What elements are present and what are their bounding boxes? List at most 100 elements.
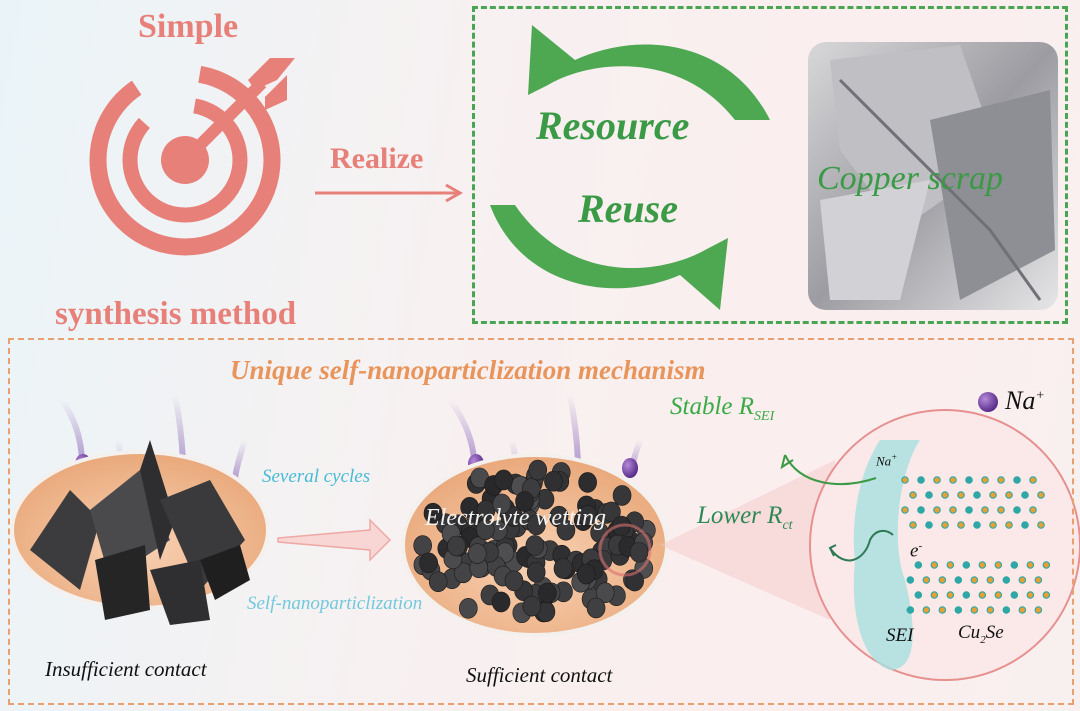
nanoparticle — [447, 535, 466, 557]
lattice-atom — [938, 606, 947, 614]
stable-rsei-label: Stable RSEI — [670, 393, 774, 425]
lattice-atom — [1018, 606, 1027, 614]
nanoparticle — [428, 571, 448, 592]
lattice-atom — [917, 506, 925, 514]
nanoparticle — [602, 501, 621, 523]
lattice-atom — [986, 576, 995, 584]
lattice-atom — [930, 591, 939, 599]
legend-text: Na — [1005, 386, 1036, 415]
lattice-atom — [949, 476, 957, 484]
lattice-atom — [1034, 606, 1043, 614]
nanoparticle — [467, 543, 487, 564]
lattice-atom — [1034, 576, 1043, 584]
lower-rct-text: Lower R — [697, 502, 783, 529]
legend-sup: + — [1035, 388, 1045, 404]
lattice-atom — [922, 606, 931, 614]
electrolyte-wetting-label: Electrolyte wetting — [425, 505, 607, 531]
zoom-na-text: Na — [876, 453, 892, 469]
lattice-atom — [986, 606, 995, 614]
zoom-cone — [660, 460, 835, 620]
lattice-atom — [957, 491, 965, 499]
nanoparticle — [504, 570, 524, 592]
lattice-atom — [925, 491, 933, 499]
self-nanoparticlization-label: Self-nanoparticlization — [247, 593, 423, 614]
nanoparticle — [556, 519, 576, 541]
nanoparticle — [527, 514, 546, 536]
lattice-atom — [946, 561, 955, 569]
lattice-atom — [970, 576, 979, 584]
nanoparticle — [492, 493, 512, 515]
transition-arrow — [277, 518, 392, 562]
lattice-atom — [1010, 561, 1019, 569]
lattice-atom — [1013, 476, 1021, 484]
lattice-atom — [917, 476, 925, 484]
lattice-atom — [914, 561, 923, 569]
stable-rsei-subscript: SEI — [754, 409, 775, 424]
lattice-atom — [997, 476, 1005, 484]
lattice-atom — [970, 606, 979, 614]
synthesis-method-label: synthesis method — [55, 296, 297, 332]
bulk-particles-plate — [10, 440, 270, 625]
stable-rsei-text: Stable R — [670, 393, 755, 420]
lattice-atom — [941, 521, 949, 529]
lattice-atom — [930, 561, 939, 569]
lattice-atom — [1010, 591, 1019, 599]
reuse-label: Reuse — [578, 186, 678, 231]
sodium-flow-arrow — [784, 454, 877, 485]
cu2se-post: Se — [985, 622, 1004, 643]
sodium-legend-label: Na+ — [1005, 386, 1045, 416]
lattice-atom — [901, 506, 909, 514]
nanoparticle — [423, 502, 443, 524]
recycle-arrows-icon — [490, 25, 770, 310]
nanoparticle — [553, 558, 573, 579]
lattice-atom — [997, 506, 1005, 514]
lattice-atom — [1002, 576, 1011, 584]
lattice-atom — [962, 591, 971, 599]
nanoparticle — [577, 563, 596, 585]
lattice-atom — [909, 521, 917, 529]
lattice-atom — [938, 576, 947, 584]
lattice-atom — [1037, 491, 1045, 499]
lattice-atom — [933, 476, 941, 484]
mechanism-panel — [8, 338, 1074, 705]
target-icon — [89, 58, 295, 256]
nanoparticle — [586, 597, 606, 619]
lower-rct-label: Lower Rct — [697, 502, 793, 534]
realize-arrow — [315, 183, 464, 203]
lattice-atom — [933, 506, 941, 514]
lattice-atom — [965, 506, 973, 514]
lattice-atom — [1018, 576, 1027, 584]
lattice-atom — [1042, 561, 1051, 569]
nanoparticle — [629, 541, 649, 563]
cu2se-sub: 2 — [980, 633, 986, 646]
lattice-atom — [1029, 506, 1037, 514]
lattice-atom — [1002, 606, 1011, 614]
zoomed-interface-circle — [809, 409, 1080, 681]
lattice-atom — [925, 521, 933, 529]
nanoparticle — [494, 469, 513, 491]
nanoparticle — [515, 491, 534, 512]
lattice-atom — [1005, 491, 1013, 499]
lattice-atom — [989, 521, 997, 529]
nanoparticle — [419, 552, 438, 574]
lattice-atom — [909, 491, 917, 499]
zoom-na-label: Na+ — [876, 452, 897, 469]
lattice-atom — [1013, 506, 1021, 514]
lattice-atom — [962, 561, 971, 569]
resource-reuse-panel — [472, 6, 1068, 324]
nanoparticle — [491, 591, 511, 613]
copper-scrap-photo — [808, 42, 1058, 310]
lattice-atom — [965, 476, 973, 484]
sei-label: SEI — [886, 625, 914, 646]
lattice-atom — [957, 521, 965, 529]
nanoparticle — [525, 535, 545, 556]
lattice-atom — [981, 506, 989, 514]
lattice-atom — [981, 476, 989, 484]
cu2se-label: Cu2Se — [958, 622, 1004, 646]
lattice-atom — [1026, 591, 1035, 599]
nanoparticle — [578, 505, 598, 526]
lattice-atom — [1005, 521, 1013, 529]
realize-label: Realize — [330, 142, 424, 175]
electron-flow-arrow — [829, 529, 894, 562]
